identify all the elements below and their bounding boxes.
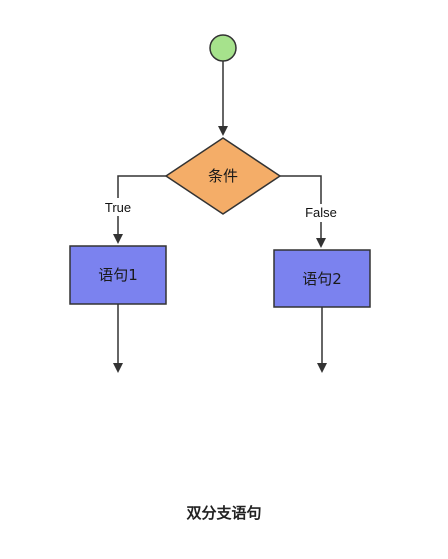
- condition-node: [164, 137, 282, 215]
- true-edge-label: True: [105, 200, 131, 215]
- start-node: [209, 34, 237, 62]
- edge-condition-to-statement-1: [113, 175, 166, 244]
- statement-2-label: 语句2: [302, 270, 342, 288]
- statement-1-node: [69, 245, 167, 305]
- false-label-bg: [300, 204, 342, 222]
- statement-1-label: 语句1: [98, 266, 138, 284]
- condition-label: 条件: [208, 167, 238, 185]
- diagram-caption: 双分支语句: [186, 504, 262, 522]
- false-edge-label: False: [305, 205, 337, 220]
- edge-condition-to-statement-2: [280, 175, 326, 248]
- true-label-bg: [98, 198, 138, 216]
